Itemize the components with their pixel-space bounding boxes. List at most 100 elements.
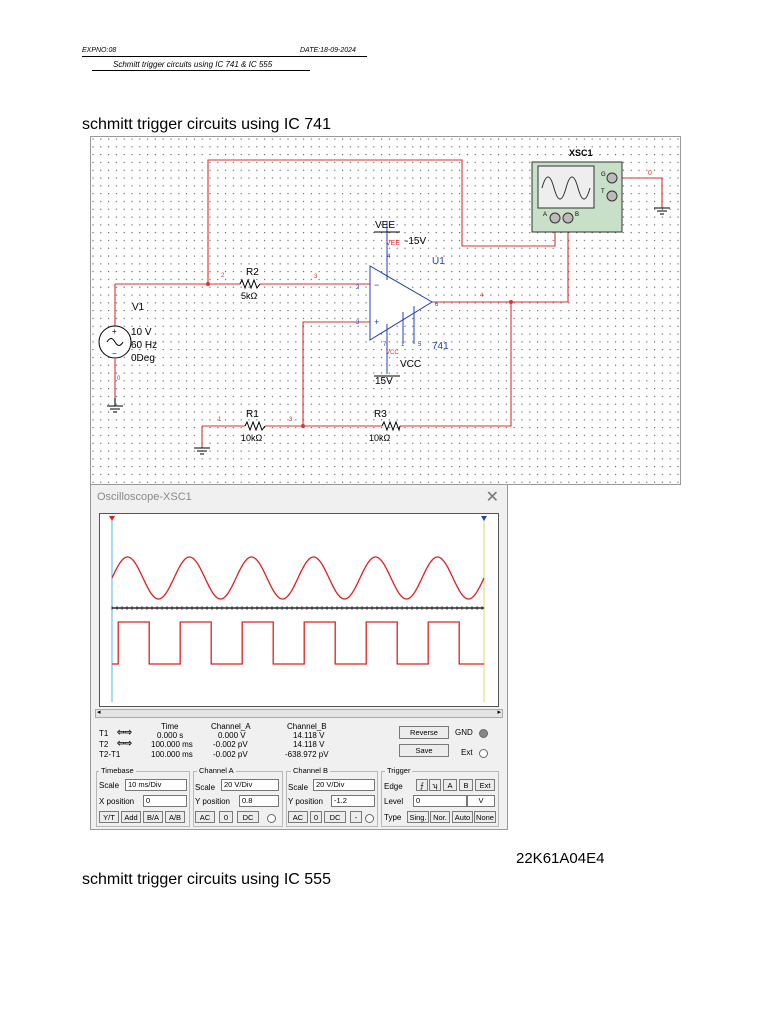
channel-b-radio[interactable] [365,814,374,823]
gnd-radio[interactable] [479,729,488,738]
trigger-ext-button[interactable]: Ext [475,779,495,791]
rising-edge-icon[interactable]: ⨍ [416,779,428,791]
falling-edge-icon[interactable]: ʮ [429,779,441,791]
channel-a-radio[interactable] [267,814,276,823]
channel-a-title: Channel A [197,766,236,775]
section-title-555: schmitt trigger circuits using IC 555 [82,871,331,888]
channel-a-ac-button[interactable]: AC [195,811,215,823]
exp-date: DATE:18-09-2024 [300,47,356,54]
mode-yt-button[interactable]: Y/T [99,811,119,823]
save-button[interactable]: Save [399,744,449,757]
channel-b-minus-button[interactable]: - [350,811,362,823]
header-rule [82,56,367,57]
type-none-button[interactable]: None [474,811,496,823]
type-normal-button[interactable]: Nor. [430,811,450,823]
r1-ref: R1 [246,409,259,420]
vee-value: -15V [405,236,427,247]
ext-radio[interactable] [479,749,488,758]
vcc-pin-label: VCC [386,350,399,356]
trigger-b-button[interactable]: B [459,779,473,791]
opamp-ref: U1 [432,256,445,267]
circuit-schematic: − + + − [90,136,681,485]
timebase-group [96,771,190,827]
pin-7: 7 [383,342,387,348]
scope-port-a: A [543,212,548,218]
pin-4: 4 [387,254,391,260]
timebase-scale-field[interactable]: 10 ms/Div [125,779,187,791]
net-2: 2 [221,273,225,279]
channel-b-ac-button[interactable]: AC [288,811,308,823]
close-icon[interactable]: ✕ [485,489,499,506]
net-1: 1 [218,417,222,423]
readout-header-time: Time [161,722,179,731]
row-t1-cha: 0.000 V [218,731,246,740]
svg-text:+: + [374,317,379,327]
readout-header-chb: Channel_B [287,722,327,731]
trigger-title: Trigger [385,766,413,775]
mode-ba-button[interactable]: B/A [143,811,163,823]
type-auto-button[interactable]: Auto [452,811,473,823]
row-diff-chb: -638.972 pV [285,750,329,759]
channel-a-ypos-field[interactable]: 0.8 [239,795,279,807]
net-0: 0 [117,376,121,382]
opamp-741: − + [369,222,433,374]
row-diff-cha: -0.002 pV [213,750,248,759]
horizontal-scrollbar[interactable]: ◂ ▸ [95,709,503,718]
t1-cursor-marker [109,516,115,521]
channel-a-scale-label: Scale [195,783,216,792]
pin-6: 6 [435,302,439,308]
v1-amplitude: 10 V [131,327,152,338]
scroll-left-icon[interactable]: ◂ [97,709,101,716]
channel-b-ypos-label: Y position [288,797,323,806]
scroll-right-icon[interactable]: ▸ [497,709,501,716]
subtitle-rule [92,70,310,71]
level-field[interactable]: 0 [413,795,467,807]
r1-symbol [244,420,266,432]
resistors [239,278,401,432]
level-unit-select[interactable]: V [467,795,495,807]
row-t1-time: 0.000 s [157,731,184,740]
svg-text:−: − [112,349,117,358]
channel-b-scale-label: Scale [288,783,309,792]
scope-port-g: G [601,172,606,178]
edge-label: Edge [384,782,403,791]
vee-label: VEE [375,220,396,231]
opamp-model: 741 [432,341,449,352]
type-single-button[interactable]: Sing. [407,811,429,823]
row-diff-time: 100.000 ms [151,750,193,759]
net-4: 4 [480,293,484,299]
reverse-button[interactable]: Reverse [399,726,449,739]
trigger-a-button[interactable]: A [443,779,457,791]
channel-a-ypos-label: Y position [195,797,230,806]
trigger-group [381,771,499,827]
pin-2: 2 [356,285,360,291]
mode-add-button[interactable]: Add [121,811,141,823]
channel-a-trace [111,556,485,600]
row-t1-chb: 14.118 V [293,731,325,740]
xpos-field[interactable]: 0 [143,795,187,807]
r2-symbol [239,278,261,290]
t2-arrows-icon[interactable]: ⇦⇨ [117,738,133,748]
r3-value: 10kΩ [369,433,391,443]
row-t1-label: T1 [99,729,109,738]
roll-number: 22K61A04E4 [516,850,605,867]
t1-arrows-icon[interactable]: ⇦⇨ [117,727,133,737]
row-diff-label: T2-T1 [99,750,121,759]
channel-a-dc-button[interactable]: DC [237,811,259,823]
v1-phase: 0Deg [131,353,155,364]
channel-a-group [193,771,283,827]
channel-a-zero-button[interactable]: 0 [219,811,233,823]
channel-b-dc-button[interactable]: DC [324,811,346,823]
channel-b-group [286,771,378,827]
scope-g-net: 0 [648,170,652,177]
junctions [206,282,513,428]
channel-a-scale-field[interactable]: 20 V/Div [221,779,279,791]
r3-symbol [381,420,401,432]
channel-b-ypos-field[interactable]: -1.2 [331,795,375,807]
channel-b-zero-button[interactable]: 0 [310,811,322,823]
row-t2-chb: 14.118 V [293,740,325,749]
mode-ab-button[interactable]: A/B [165,811,185,823]
channel-b-scale-field[interactable]: 20 V/Div [313,779,375,791]
row-t2-cha: -0.002 pV [213,740,248,749]
level-label: Level [384,797,404,806]
